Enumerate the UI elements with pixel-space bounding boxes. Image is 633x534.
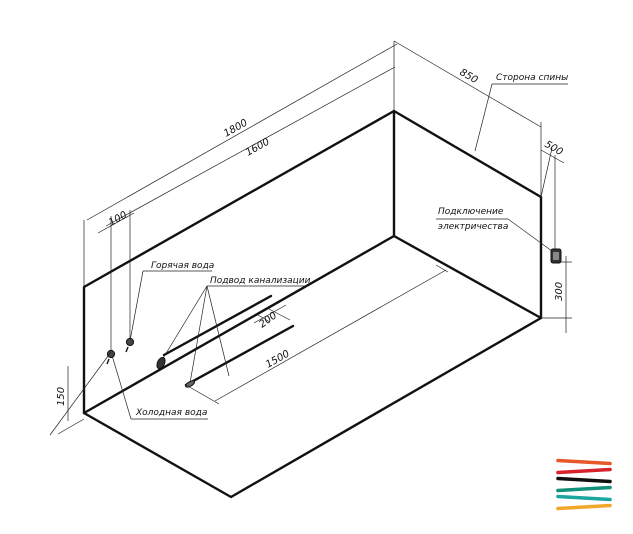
drain-outlet-icon <box>156 356 166 370</box>
dim-300-text: 300 <box>554 282 565 301</box>
dim-height-water: 150 <box>49 351 112 436</box>
room-outline <box>82 109 543 499</box>
dim-1600-text: 1600 <box>244 137 272 159</box>
dim-1500-text: 1500 <box>264 349 292 371</box>
dim-500-text: 500 <box>543 139 565 158</box>
right-wall-outline <box>392 109 543 320</box>
dim-line-1500 <box>214 269 447 402</box>
dim-line-850 <box>393 40 542 128</box>
dim-1800-text: 1800 <box>222 118 250 140</box>
dim-100-text: 100 <box>107 210 129 229</box>
dim-offset-back: 500 <box>540 139 565 254</box>
power-label-line2: электричества <box>438 222 508 232</box>
drain-label: Подвод канализации <box>210 276 311 286</box>
dim-width: 850 <box>393 40 542 197</box>
hot-water-valve-icon <box>125 337 135 353</box>
dim-line-200 <box>253 304 287 324</box>
logo-stripe <box>556 503 612 511</box>
logo-stripe <box>556 476 612 484</box>
back-side-label: Сторона спины <box>496 73 568 83</box>
logo-stripe <box>556 494 612 502</box>
drain-line-2 <box>162 294 273 357</box>
callout-power: Подключение электричества <box>436 207 562 264</box>
dim-line-500 <box>540 149 565 164</box>
power-socket-icon <box>550 248 562 264</box>
hot-water-label: Горячая вода <box>151 261 214 271</box>
dim-height-power: 300 <box>541 256 572 333</box>
left-wall-outline <box>82 109 396 415</box>
dim-length-overall: 1800 <box>83 41 398 287</box>
logo-stripe <box>556 458 612 466</box>
callout-hot-water: Горячая вода <box>125 261 214 353</box>
dim-150-text: 150 <box>56 387 67 406</box>
callout-drain: Подвод канализации <box>156 276 311 388</box>
dim-line-1600 <box>105 66 396 227</box>
logo-stripe <box>556 485 612 493</box>
dim-pipe-offset: 100 <box>97 210 135 234</box>
dim-line-100 <box>97 212 135 234</box>
drain-line-1 <box>184 324 295 387</box>
logo-stripe <box>556 467 612 475</box>
callout-cold-water: Холодная вода <box>106 349 208 420</box>
brand-logo <box>556 458 612 511</box>
floor-outline <box>82 316 543 499</box>
drain-inlet-icon <box>184 380 196 388</box>
callout-back-side: Сторона спины <box>474 73 568 152</box>
cold-water-valve-icon <box>106 349 116 365</box>
dim-drain-width: 200 <box>253 304 291 330</box>
dim-length-inner: 1600 <box>105 66 396 352</box>
drain-lines <box>162 294 295 387</box>
dim-line-1800 <box>86 43 398 221</box>
power-label-line1: Подключение <box>438 207 504 217</box>
cold-water-label: Холодная вода <box>135 408 207 418</box>
dim-850-text: 850 <box>458 67 480 86</box>
